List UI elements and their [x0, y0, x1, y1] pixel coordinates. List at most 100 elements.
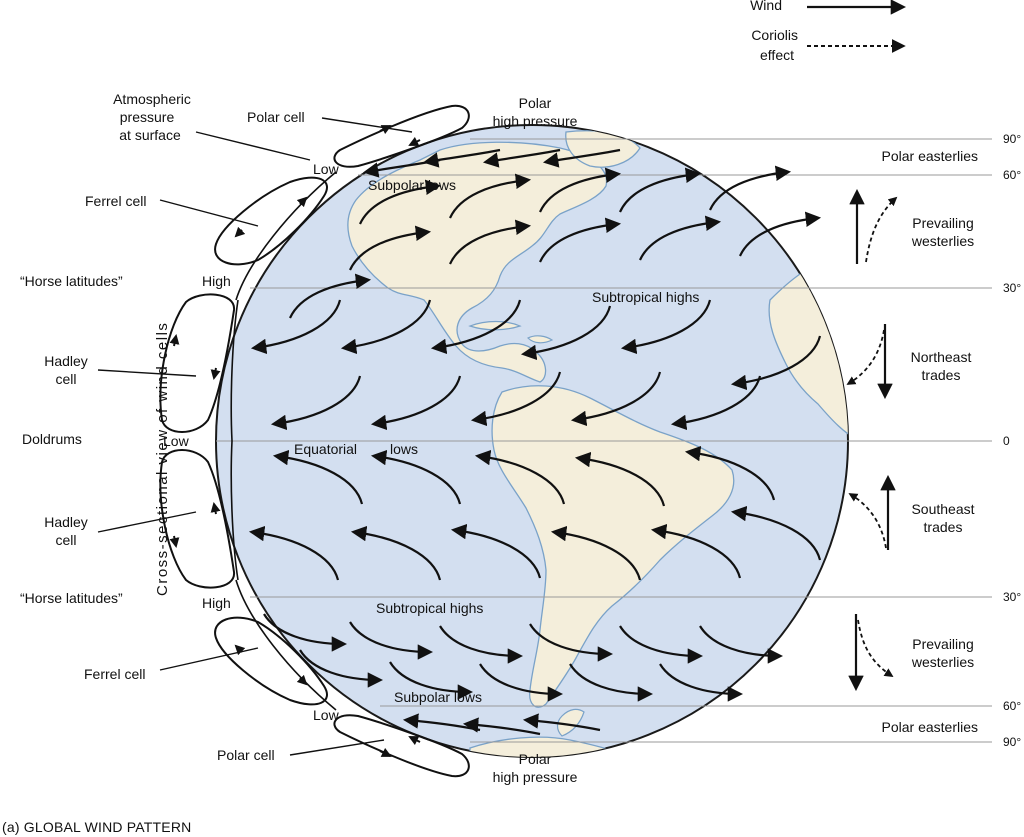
westerlies-north-arrow [448, 173, 532, 219]
northeast-trades-arrow [340, 299, 432, 355]
prevailing-westerlies-south-label-1: Prevailing [912, 636, 973, 652]
low-equator-label: Low [163, 433, 190, 449]
northeast-trades-arrow [470, 371, 562, 427]
latitude-label-90n: 90° [1003, 132, 1021, 146]
antarctic-peninsula [556, 708, 585, 737]
subtropical-highs-north-label: Subtropical highs [592, 289, 699, 305]
southeast-trades-arrow [370, 449, 462, 505]
globe-labels: Subpolar lows Subtropical highs Equatori… [294, 177, 699, 705]
westerlies-south-arrow [299, 649, 384, 688]
ferrel-cell-north-label: Ferrel cell [85, 193, 146, 209]
westerlies-south-arrow [389, 661, 474, 700]
high-south-label: High [202, 595, 231, 611]
hadley-south-label-1: Hadley [44, 514, 88, 530]
figure-caption: (a) GLOBAL WIND PATTERN [2, 819, 191, 835]
atmospheric-pressure-pointer [195, 131, 311, 161]
latitude-label-30n: 30° [1003, 281, 1021, 295]
ferrel-cell-north [214, 176, 328, 266]
low-north-label: Low [313, 161, 340, 177]
westerlies-south-arrow [263, 613, 348, 652]
pressure-labels: Low High Low High Low [163, 161, 340, 723]
wind-belt-labels: Polar easterlies Prevailing westerlies N… [882, 148, 979, 735]
south-america [491, 385, 735, 708]
westerlies-south-arrow [699, 625, 784, 664]
atmospheric-pressure-label-3: at surface [119, 127, 181, 143]
subpolar-lows-north-label: Subpolar lows [368, 177, 456, 193]
polar-easterlies-north-arrow [482, 148, 561, 168]
lows-label: lows [390, 441, 418, 457]
prevailing-westerlies-south-label-2: westerlies [911, 654, 974, 670]
hadley-north-label-2: cell [55, 371, 76, 387]
southeast-trades-label-1: Southeast [911, 501, 974, 517]
ferrel-cell-south-pointer [159, 647, 259, 671]
southeast-trades-arrow [474, 449, 566, 505]
westerlies-north-arrow [348, 225, 432, 271]
cell-boundary-arc [230, 171, 337, 711]
hadley-north-label-1: Hadley [44, 353, 88, 369]
polar-easterlies-north-arrow [362, 158, 441, 178]
westerlies-north-arrow [538, 167, 622, 213]
westerlies-north-arrow [738, 211, 822, 257]
ferrel-cell-south-label: Ferrel cell [84, 666, 145, 682]
hadley-south-pointer [97, 511, 197, 533]
polar-easterlies-north-label: Polar easterlies [882, 148, 979, 164]
polar-high-north-label-2: high pressure [493, 113, 578, 129]
prevailing-westerlies-north-label-2: westerlies [911, 233, 974, 249]
caribbean-islands [468, 320, 554, 344]
ferrel-cell-south [214, 616, 328, 706]
southeast-trades-arrow [550, 525, 642, 581]
belt-direction-arrows [846, 188, 898, 692]
southeast-trades-arrow [574, 451, 666, 507]
polar-cell-south-label: Polar cell [217, 747, 275, 763]
northeast-trades-arrow [250, 299, 342, 355]
westerlies-north-arrow [638, 215, 722, 261]
latitude-label-60s: 60° [1003, 699, 1021, 713]
westerlies-south-arrow [569, 663, 654, 702]
northeast-trades-arrow [730, 335, 822, 391]
westerlies-north-arrow [708, 165, 792, 211]
northeast-trades-arrow [370, 375, 462, 431]
northeast-trades-arrow [570, 371, 662, 427]
westerlies-north-arrow [288, 273, 372, 319]
westerlies-south-arrow [619, 625, 704, 664]
horse-latitudes-north-label: “Horse latitudes” [20, 273, 123, 289]
legend-wind-label: Wind [750, 0, 782, 13]
westerlies-south-arrow [659, 663, 744, 702]
polar-easterlies-south-arrow [462, 717, 541, 736]
latitude-label-90s: 90° [1003, 735, 1021, 749]
atmospheric-pressure-label-1: Atmospheric [113, 91, 191, 107]
latitude-label-30s: 30° [1003, 590, 1021, 604]
westerlies-north-arrow [538, 217, 622, 263]
northeast-trades-arrow [620, 299, 712, 355]
latitude-label-equator: 0 [1003, 434, 1010, 448]
westerlies-south-arrow [349, 621, 434, 660]
southeast-trades-arrow [730, 505, 822, 561]
polar-cell-south-pointer [289, 739, 385, 756]
westerlies-north-coriolis-arrow [865, 196, 898, 263]
polar-high-north-label-1: Polar [519, 95, 552, 111]
atmospheric-pressure-label-2: pressure [120, 109, 175, 125]
westerlies-north-arrow [448, 219, 532, 265]
hadley-south-label-2: cell [55, 532, 76, 548]
wind-arrows [248, 148, 822, 736]
hadley-cell-south [159, 449, 235, 589]
southeast-trades-arrow [272, 449, 364, 505]
polar-cell-north-pointer [321, 117, 413, 133]
polar-easterlies-south-arrow [522, 713, 601, 732]
prevailing-westerlies-north-label-1: Prevailing [912, 215, 973, 231]
southeast-trades-label-2: trades [924, 519, 963, 535]
subpolar-lows-south-label: Subpolar lows [394, 689, 482, 705]
polar-easterlies-north-arrow [542, 148, 621, 168]
westerlies-south-arrow [439, 625, 524, 664]
northeast-trades-label-1: Northeast [911, 349, 972, 365]
latitude-label-60n: 60° [1003, 168, 1021, 182]
equatorial-label: Equatorial [294, 441, 357, 457]
southeast-trades-arrow [684, 445, 776, 501]
northeast-trades-coriolis-arrow [846, 329, 885, 385]
westerlies-north-arrow [358, 179, 442, 225]
high-north-label: High [202, 273, 231, 289]
ferrel-cell-north-pointer [159, 199, 259, 227]
left-labels: Atmospheric pressure at surface Polar ce… [20, 91, 413, 763]
subtropical-highs-south-label: Subtropical highs [376, 600, 483, 616]
